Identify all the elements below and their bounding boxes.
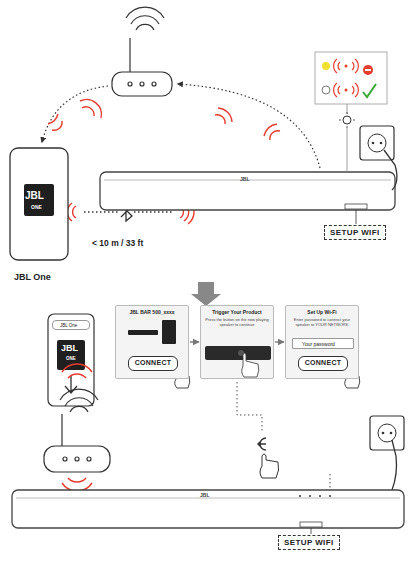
app-logo: JBL	[61, 343, 78, 353]
app-screen: Set Up Wi-FiEnter password to connect yo…	[285, 305, 359, 379]
brand-mark: JBL	[240, 176, 249, 182]
password-field: Your password	[292, 338, 354, 349]
node-body: Enter password to connect your speaker t…	[290, 317, 354, 327]
node-title: JBL BAR 500_xxxx	[120, 309, 184, 315]
node-title: JBL One	[60, 323, 77, 328]
node-body: Press the button on the now playing spea…	[205, 317, 269, 327]
node-title: CONNECT	[135, 359, 172, 367]
distance-label: < 10 m / 33 ft	[92, 238, 143, 248]
flow-arrow	[190, 341, 199, 342]
node-title: CONNECT	[305, 359, 342, 367]
flow-arrow	[275, 341, 284, 342]
app-name: JBL One	[14, 272, 51, 282]
brand-mark: JBL	[200, 492, 209, 498]
node-title: SETUP WIFI	[330, 228, 380, 237]
app-logo: JBL	[25, 190, 44, 201]
setup-wifi-button: SETUP WIFI	[324, 225, 386, 240]
search-bar: JBL One	[52, 320, 90, 330]
connect-button: CONNECT	[298, 356, 348, 371]
connect-button: CONNECT	[128, 356, 178, 371]
node-title: Trigger Your Product	[205, 309, 269, 315]
node-title: Your password	[302, 341, 335, 347]
node-title: SETUP WIFI	[284, 538, 334, 547]
node-title: Set Up Wi-Fi	[290, 309, 354, 315]
app-logo: ONE	[66, 356, 76, 361]
screen-picture	[201, 306, 273, 378]
app-screen: JBL BAR 500_xxxxCONNECT	[115, 305, 189, 379]
setup-wifi-button: SETUP WIFI	[278, 535, 340, 550]
app-screen: Trigger Your ProductPress the button on …	[200, 305, 274, 379]
app-logo: ONE	[31, 204, 42, 210]
